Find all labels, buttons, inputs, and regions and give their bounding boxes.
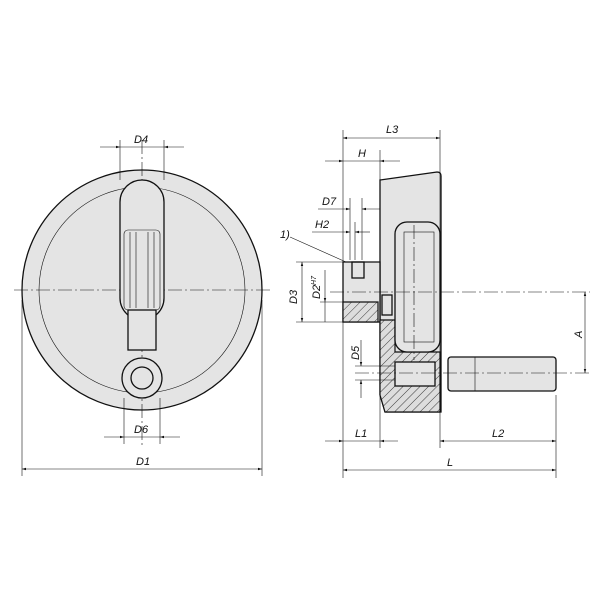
label-l: L (447, 457, 453, 469)
handle-grip (119, 179, 165, 321)
label-l1: L1 (355, 428, 367, 440)
label-d6: D6 (134, 424, 149, 436)
label-a: A (573, 331, 585, 339)
handle-pivot (121, 357, 163, 399)
crank-grip (447, 356, 557, 392)
label-d4: D4 (134, 134, 148, 146)
label-d2: D2H7 (311, 275, 323, 299)
label-d1: D1 (136, 456, 150, 468)
label-d5: D5 (350, 345, 362, 360)
note-leader (289, 236, 347, 263)
label-l2: L2 (492, 428, 504, 440)
label-h: H (358, 148, 366, 160)
folding-handle-section (394, 221, 441, 353)
side-view: L3 H D7 H2 1) D3 D2H7 D5 A L1 L2 L (280, 124, 590, 478)
label-note-1: 1) (280, 229, 290, 241)
label-l3: L3 (386, 124, 399, 136)
label-h2: H2 (315, 219, 329, 231)
label-d7: D7 (322, 196, 337, 208)
front-view: D4 D6 D1 (14, 134, 272, 476)
label-d3: D3 (288, 289, 300, 304)
